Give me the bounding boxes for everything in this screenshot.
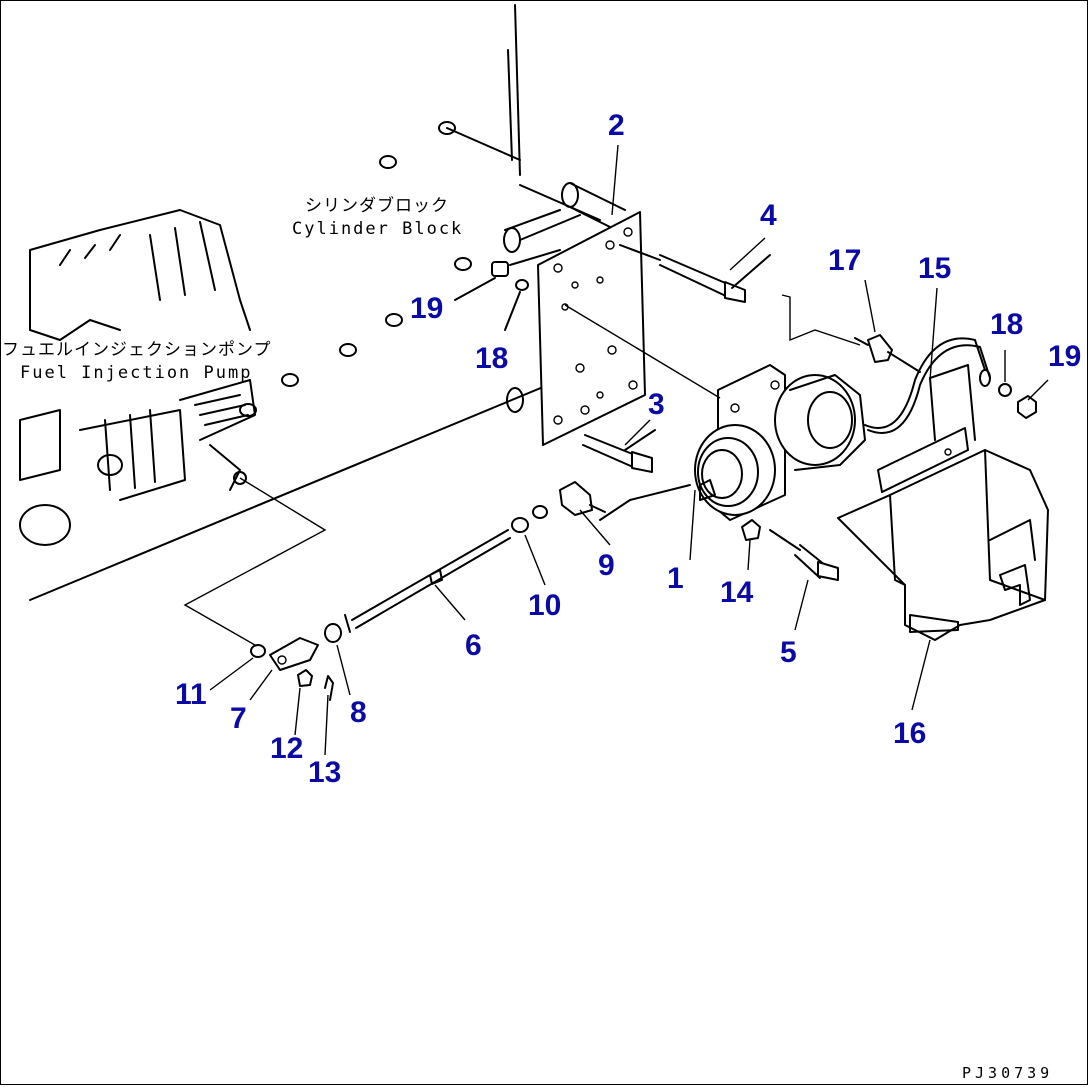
cylinder-block-label-jp: シリンダブロック: [305, 195, 449, 216]
nut-part-8: [324, 623, 342, 643]
cylinder-block-label-en: Cylinder Block: [292, 219, 463, 239]
callout-19-right: 19: [1048, 340, 1081, 373]
drawing-code: PJ30739: [962, 1064, 1053, 1082]
washer-part-18-right: [998, 383, 1012, 397]
bolt-part-5: [769, 529, 839, 581]
callout-10: 10: [528, 589, 561, 622]
callout-2: 2: [608, 109, 625, 142]
nut-part-10: [511, 517, 529, 533]
stop-motor-part-1: [599, 364, 866, 521]
callout-7: 7: [230, 702, 247, 735]
callout-18-left: 18: [475, 342, 508, 375]
clevis-part-7: [269, 637, 319, 671]
callout-11: 11: [175, 678, 207, 711]
washer-part-11: [250, 644, 266, 658]
mounting-plate-part-2: [503, 182, 646, 446]
fuel-pump-label-jp: フュエルインジェクションポンプ: [2, 340, 272, 360]
callout-13: 13: [308, 756, 341, 789]
callout-12: 12: [270, 732, 303, 765]
fuel-pump-label-en: Fuel Injection Pump: [20, 363, 252, 383]
wire-harness-part-15: [864, 337, 991, 434]
cylinder-block-washers: [239, 121, 521, 417]
callout-3: 3: [648, 388, 665, 421]
bolt-part-3: [582, 429, 656, 473]
linkage-guide-lines: [183, 294, 861, 646]
callout-14: 14: [720, 576, 754, 609]
pin-part-13: [324, 675, 334, 701]
callout-16: 16: [893, 717, 926, 750]
callout-4: 4: [760, 199, 777, 232]
rod-part-6: [344, 529, 511, 633]
callout-18-right: 18: [990, 308, 1023, 341]
callout-5: 5: [780, 636, 797, 669]
callout-15: 15: [918, 252, 951, 285]
rod-end-part-9: [532, 481, 606, 519]
callout-6: 6: [465, 629, 482, 662]
callout-1: 1: [667, 562, 684, 595]
fuel-injection-pump-outline: [19, 209, 561, 601]
nut-part-14: [741, 519, 761, 541]
callout-leaders: [209, 144, 1049, 756]
bracket-cover-part-16: [837, 364, 1049, 641]
bolt-part-4: [619, 244, 771, 303]
nut-part-19-left: [454, 261, 509, 301]
nut-part-12: [297, 669, 313, 687]
connector-part-17: [854, 334, 893, 363]
callout-19-left: 19: [410, 292, 443, 325]
callout-17: 17: [828, 244, 861, 277]
washer-part-18-left: [504, 279, 529, 331]
callout-8: 8: [350, 696, 367, 729]
callout-9: 9: [598, 549, 615, 582]
cylinder-block-edge: [507, 4, 521, 176]
nut-part-19-right: [1017, 395, 1037, 419]
